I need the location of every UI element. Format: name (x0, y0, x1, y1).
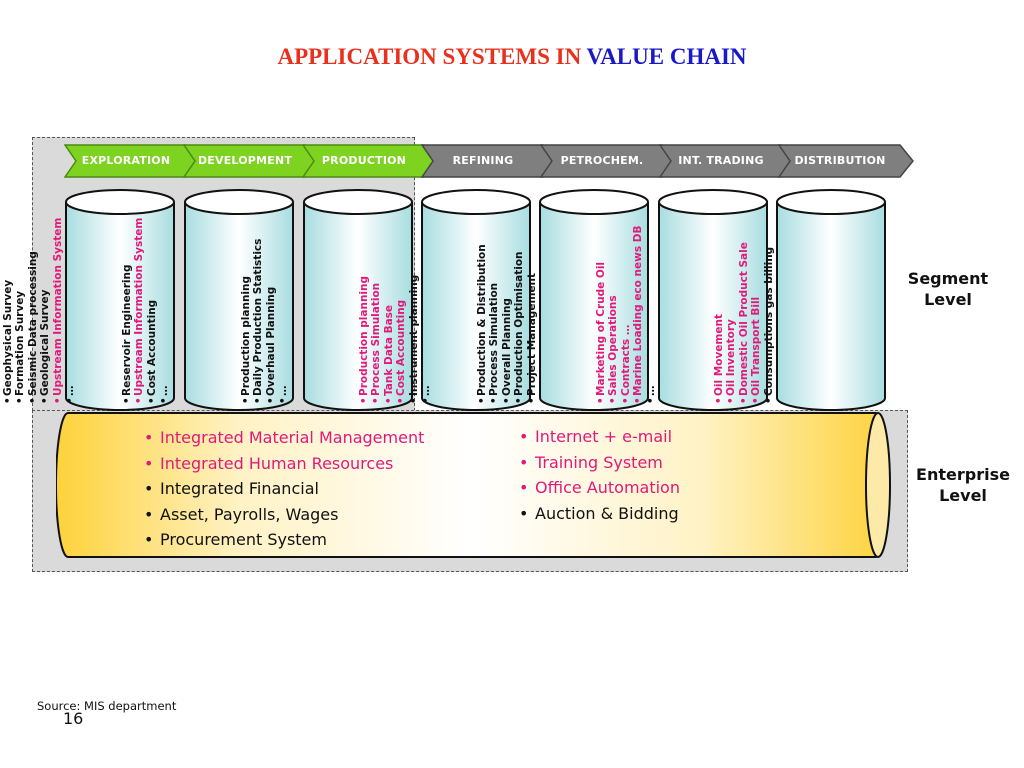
segment-system-item: Upstream Information System (133, 216, 145, 404)
enterprise-level-line1: Enterprise (916, 465, 1010, 484)
segment-system-item: Cost Accounting (395, 216, 407, 404)
segment-system-list: Reservoir EngineeringUpstream Informatio… (121, 216, 201, 404)
segment-system-item: Production Optimisation (513, 216, 525, 404)
segment-system-item: Process Simulation (370, 216, 382, 404)
segment-system-item: Contracts … (620, 216, 632, 404)
segment-system-item: Sales Operations (607, 216, 619, 404)
segment-system-item: Marketing of Crude Oil (595, 216, 607, 404)
enterprise-level-label: Enterprise Level (904, 464, 1022, 506)
segment-system-item: Seismic Data processing (27, 216, 39, 404)
segment-system-item: Production planning (240, 216, 252, 404)
enterprise-system-item: Asset, Payrolls, Wages (142, 502, 424, 528)
segment-system-item: Upstream Information System (52, 216, 64, 404)
segment-system-list: Production & DistributionProcess Simulat… (476, 216, 556, 404)
segment-system-item: Marine Loading eco news DB (632, 216, 644, 404)
stage-int-trading: INT. TRADING (659, 144, 795, 178)
enterprise-list-right: Internet + e-mailTraining SystemOffice A… (517, 424, 680, 526)
stage-production: PRODUCTION (302, 144, 438, 178)
stage-label: DEVELOPMENT (197, 154, 293, 167)
segment-system-item: … (277, 216, 289, 404)
enterprise-system-item: Training System (517, 450, 680, 476)
stage-petrochem: PETROCHEM. (540, 144, 676, 178)
segment-system-item: Cost Accounting (146, 216, 158, 404)
slide-title: APPLICATION SYSTEMS IN VALUE CHAIN (0, 44, 1024, 70)
segment-system-item: Oil Inventory (725, 216, 737, 404)
enterprise-system-item: Integrated Financial (142, 476, 424, 502)
segment-system-item: … (158, 216, 170, 404)
stage-label: REFINING (452, 154, 514, 167)
segment-system-item: Consumptions gas billing (763, 216, 775, 404)
segment-system-item: Geological Survey (39, 216, 51, 404)
segment-system-item: Formation Survey (14, 216, 26, 404)
segment-system-item: Reservoir Engineering (121, 216, 133, 404)
segment-system-item: … (64, 216, 76, 404)
segment-system-item: Overall Planning (501, 216, 513, 404)
segment-system-item: Project Management (526, 216, 538, 404)
segment-system-item: … (420, 216, 432, 404)
title-part-blue: VALUE CHAIN (586, 44, 747, 69)
enterprise-system-item: Integrated Human Resources (142, 451, 424, 477)
segment-system-item: Overhaul Planning (265, 216, 277, 404)
stage-development: DEVELOPMENT (183, 144, 319, 178)
segment-system-list: Oil MovementOil InventoryDomestic Oil Pr… (713, 216, 793, 404)
segment-system-item: Daily Production Statistics (252, 216, 264, 404)
source-note: Source: MIS department (37, 699, 177, 713)
stage-exploration: EXPLORATION (64, 144, 200, 178)
segment-system-item: Geophysical Survey (2, 216, 14, 404)
enterprise-system-item: Office Automation (517, 475, 680, 501)
segment-system-list: Production planningProcess SimulationTan… (358, 216, 438, 404)
enterprise-system-item: Procurement System (142, 527, 424, 553)
segment-system-list: Production planningDaily Production Stat… (240, 216, 320, 404)
segment-cylinder: Oil MovementOil InventoryDomestic Oil Pr… (713, 186, 887, 412)
segment-level-line1: Segment (907, 269, 989, 288)
segment-system-item: Production & Distribution (476, 216, 488, 404)
enterprise-system-item: Auction & Bidding (517, 501, 680, 527)
segment-system-item: Oil Transport Bill (750, 216, 762, 404)
segment-system-item: Process Simulation (488, 216, 500, 404)
segment-system-item: Oil Movement (713, 216, 725, 404)
enterprise-list-left: Integrated Material ManagementIntegrated… (142, 425, 424, 553)
page-number: 16 (63, 709, 84, 728)
segment-system-item: … (645, 216, 657, 404)
segment-system-item: Tank Data Base (383, 216, 395, 404)
segment-level-line2: Level (924, 290, 972, 309)
title-part-red: APPLICATION SYSTEMS IN (277, 44, 587, 69)
segment-system-item: Production planning (358, 216, 370, 404)
enterprise-level-line2: Level (939, 486, 987, 505)
segment-system-item: Domestic Oil Product Sale (738, 216, 750, 404)
stage-label: DISTRIBUTION (794, 154, 886, 167)
stage-distribution: DISTRIBUTION (778, 144, 914, 178)
stage-label: PRODUCTION (321, 154, 407, 167)
stage-label: INT. TRADING (678, 154, 764, 167)
segment-system-item: Instrument planning (408, 216, 420, 404)
segment-system-list: Marketing of Crude OilSales OperationsCo… (595, 216, 675, 404)
segment-system-list: Geophysical SurveyFormation SurveySeismi… (2, 216, 82, 404)
stage-label: EXPLORATION (81, 154, 171, 167)
stage-refining: REFINING (421, 144, 557, 178)
stage-label: PETROCHEM. (560, 154, 644, 167)
segment-level-label: Segment Level (898, 268, 998, 310)
enterprise-system-item: Internet + e-mail (517, 424, 680, 450)
enterprise-system-item: Integrated Material Management (142, 425, 424, 451)
